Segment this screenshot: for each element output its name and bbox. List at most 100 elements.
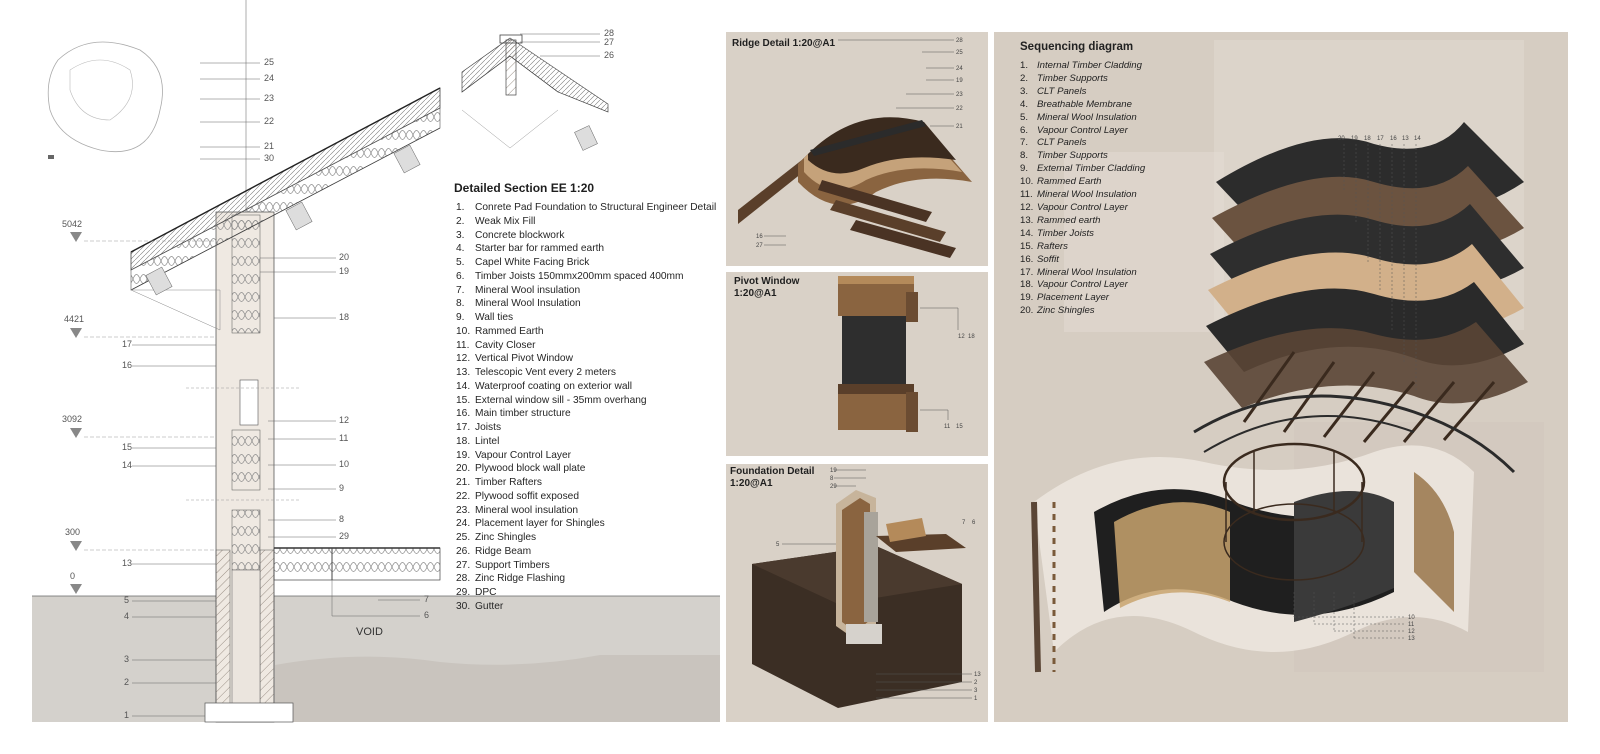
callout-number: 15 — [122, 442, 133, 452]
list-item-text: Rammed earth — [1037, 214, 1101, 226]
callout-number: 14 — [122, 460, 133, 470]
list-item-number: 9. — [1020, 163, 1029, 175]
callout-number: 17 — [122, 339, 133, 349]
list-item-number: 10. — [456, 325, 471, 337]
list-item-text: Vertical Pivot Window — [475, 353, 573, 365]
callout-number: 4 — [124, 611, 130, 621]
list-item-text: Zinc Shingles — [475, 532, 537, 543]
callout-number: 6 — [424, 610, 430, 620]
list-item-text: Wall ties — [475, 312, 514, 323]
list-item: 18.Vapour Control Layer — [1020, 279, 1145, 292]
callout-number: 2 — [974, 680, 978, 686]
list-item-text: Rammed Earth — [1037, 176, 1102, 188]
list-item: 27. Support Timbers — [456, 559, 716, 573]
list-item: 28.Zinc Ridge Flashing — [456, 572, 716, 586]
list-item: 8.Mineral Wool Insulation — [456, 297, 716, 311]
callout-number: 18 — [1364, 136, 1371, 142]
level-label: 3092 — [62, 414, 83, 424]
list-item: 4.Breathable Membrane — [1020, 99, 1145, 112]
list-item-text: Mineral Wool insulation — [475, 284, 581, 296]
pad-foundation — [204, 702, 294, 723]
site-plan-sketch — [47, 41, 163, 152]
list-item-number: 9. — [456, 312, 465, 323]
list-item: 20.Zinc Shingles — [1020, 305, 1145, 318]
list-item-number: 7. — [1020, 137, 1029, 149]
roof-build-up — [130, 87, 441, 271]
callout-number: 1 — [974, 696, 978, 702]
list-item-number: 12. — [1020, 201, 1034, 213]
callout-number: 10 — [1408, 615, 1415, 621]
list-item-number: 18. — [456, 435, 471, 447]
section-title: Detailed Section EE 1:20 — [454, 181, 595, 195]
list-item-number: 13. — [456, 367, 471, 378]
callout-number: 26 — [604, 50, 615, 60]
ridge-detail-render: 28 25 24 19 23 22 21 16 27 — [738, 38, 972, 258]
list-item-text: CLT Panels — [1037, 137, 1087, 149]
list-item-number: 8. — [1020, 150, 1029, 162]
list-item-text: Placement layer for Shingles — [475, 518, 605, 530]
foundation-detail-title: Foundation Detail 1:20@A1 — [730, 466, 814, 490]
list-item: 29.DPC — [456, 586, 716, 600]
callout-number: 29 — [339, 531, 350, 541]
list-item-number: 22. — [456, 490, 471, 502]
callout-number: 27 — [756, 243, 763, 249]
list-item-number: 10. — [1020, 176, 1034, 188]
callout-number: 13 — [1408, 636, 1415, 642]
list-item: 12.Vapour Control Layer — [1020, 202, 1145, 215]
list-item: 3.Concrete blockwork — [456, 229, 716, 243]
callout-number: 22 — [956, 106, 963, 112]
list-item-text: Weak Mix Fill — [475, 215, 536, 227]
level-label: 4421 — [64, 314, 85, 324]
list-item-number: 25. — [456, 532, 471, 543]
list-item-number: 15. — [1020, 240, 1034, 252]
list-item-text: Mineral wool insulation — [475, 504, 579, 516]
list-item: 17.Mineral Wool Insulation — [1020, 267, 1145, 280]
list-item: 5.Mineral Wool Insulation — [1020, 112, 1145, 125]
list-item: 25. Zinc Shingles — [456, 531, 716, 545]
callout-number: 19 — [339, 266, 350, 276]
list-item-text: Internal Timber Cladding — [1037, 60, 1142, 71]
callout-number: 6 — [972, 520, 976, 526]
callout-number: 18 — [968, 334, 975, 340]
list-item: 7.Mineral Wool insulation — [456, 284, 716, 298]
list-item: 11.Mineral Wool Insulation — [1020, 189, 1145, 202]
callout-number: 28 — [956, 38, 963, 44]
callout-number: 3 — [124, 654, 130, 664]
list-item: 21.Timber Rafters — [456, 476, 716, 490]
list-item: 6.Vapour Control Layer — [1020, 125, 1145, 138]
list-item-text: Lintel — [475, 435, 500, 447]
callout-number: 23 — [956, 92, 963, 98]
callout-number: 8 — [339, 514, 345, 524]
list-item-number: 4. — [456, 243, 465, 255]
list-item-number: 4. — [1020, 98, 1029, 110]
list-item-text: Starter bar for rammed earth — [475, 243, 605, 255]
callout-number: 7 — [962, 520, 966, 526]
callout-number: 8 — [830, 476, 834, 482]
callout-number: 2 — [124, 677, 130, 687]
callout-number: 13 — [974, 672, 981, 678]
list-item: 22.Plywood soffit exposed — [456, 490, 716, 504]
list-item: 19.Placement Layer — [1020, 292, 1145, 305]
list-item-text: Mineral Wool Insulation — [1037, 111, 1137, 123]
list-item: 8.Timber Supports — [1020, 150, 1145, 163]
list-item-number: 15. — [456, 394, 471, 406]
list-item: 20.Plywood block wall plate — [456, 462, 716, 476]
callout-number: 21 — [264, 141, 275, 151]
callout-number: 25 — [264, 57, 275, 67]
list-item-text: Main timber structure — [475, 408, 571, 420]
list-item-number: 27. — [456, 559, 471, 571]
list-item: 4. Starter bar for rammed earth — [456, 242, 716, 256]
foundation-detail-panel: 10 19 8 29 5 7 6 13 2 3 1 Foundation Det… — [726, 464, 988, 722]
level-markers — [70, 232, 82, 594]
callout-number: 12 — [958, 334, 965, 340]
list-item-text: Support Timbers — [475, 559, 550, 571]
list-item-text: Placement Layer — [1037, 292, 1109, 304]
list-item-text: Zinc Shingles — [1037, 305, 1095, 317]
list-item-text: Timber Joists 150mmx200mm spaced 400mm — [475, 270, 684, 282]
callout-number: 5 — [776, 542, 780, 548]
list-item-text: Rafters — [1037, 240, 1068, 252]
list-item: 3.CLT Panels — [1020, 86, 1145, 99]
pivot-window-title-line1: Pivot Window — [734, 276, 800, 287]
brick-right — [259, 549, 275, 723]
list-item-text: Concrete blockwork — [475, 229, 565, 241]
